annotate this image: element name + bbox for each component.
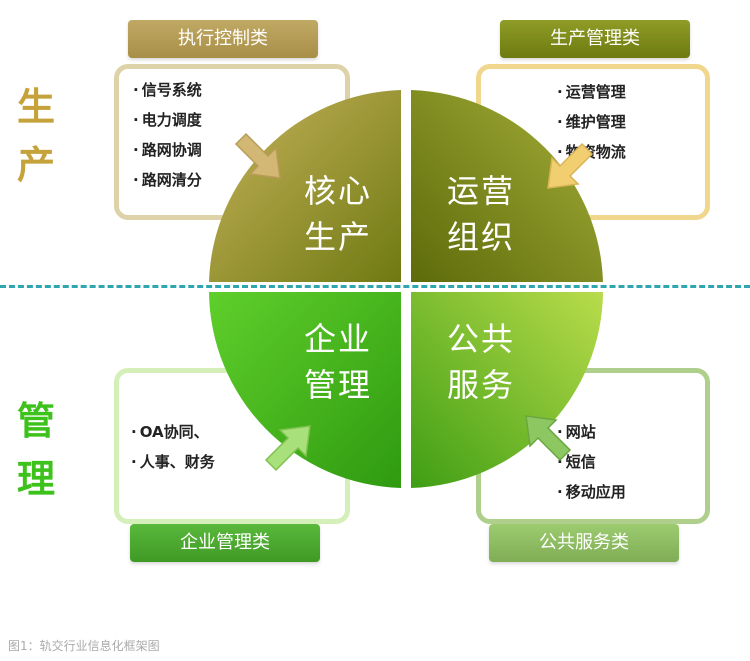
- category-tag-exec-control: 执行控制类: [128, 20, 318, 58]
- list-item: OA协同、: [131, 417, 345, 447]
- list-item: 路网协调: [133, 135, 345, 165]
- list-item: 维护管理: [557, 107, 705, 137]
- arrow-icon: [547, 142, 594, 189]
- quadrant-label-public-service: 公共 服务: [446, 320, 515, 404]
- quadrant-label-core-production: 核心 生产: [303, 172, 372, 256]
- list-item: 运营管理: [557, 77, 705, 107]
- list-item: 短信: [557, 447, 705, 477]
- arrow-icon: [234, 132, 281, 179]
- list-item: 电力调度: [133, 105, 345, 135]
- quadrant-enterprise-mgmt: [209, 292, 401, 488]
- category-tag-enterprise-manage: 企业管理类: [130, 524, 320, 562]
- figure-caption: 图1：轨交行业信息化框架图: [8, 639, 160, 653]
- quadrant-label-operation-org: 运营 组织: [446, 172, 515, 256]
- list-item: 移动应用: [557, 477, 705, 507]
- quadrant-public-service: [411, 292, 603, 488]
- list-item: 信号系统: [133, 75, 345, 105]
- list-item: 网站: [557, 417, 705, 447]
- arrow-icon: [264, 425, 311, 472]
- quadrant-operation-org: [411, 90, 603, 282]
- framework-circle: [209, 90, 603, 488]
- category-tag-prod-manage: 生产管理类: [500, 20, 690, 58]
- management-label-1: 管: [16, 399, 55, 443]
- category-tag-public-service: 公共服务类: [489, 524, 679, 562]
- production-label-2: 产: [16, 143, 55, 187]
- divider-line: [0, 285, 750, 288]
- production-label-1: 生: [16, 85, 55, 129]
- quadrant-core-production: [209, 90, 401, 282]
- arrow-icon: [525, 415, 572, 462]
- quadrant-label-enterprise-mgmt: 企业 管理: [303, 320, 372, 404]
- list-item: 路网清分: [133, 165, 345, 195]
- management-label-2: 理: [16, 457, 55, 501]
- list-item: 人事、财务: [131, 447, 345, 477]
